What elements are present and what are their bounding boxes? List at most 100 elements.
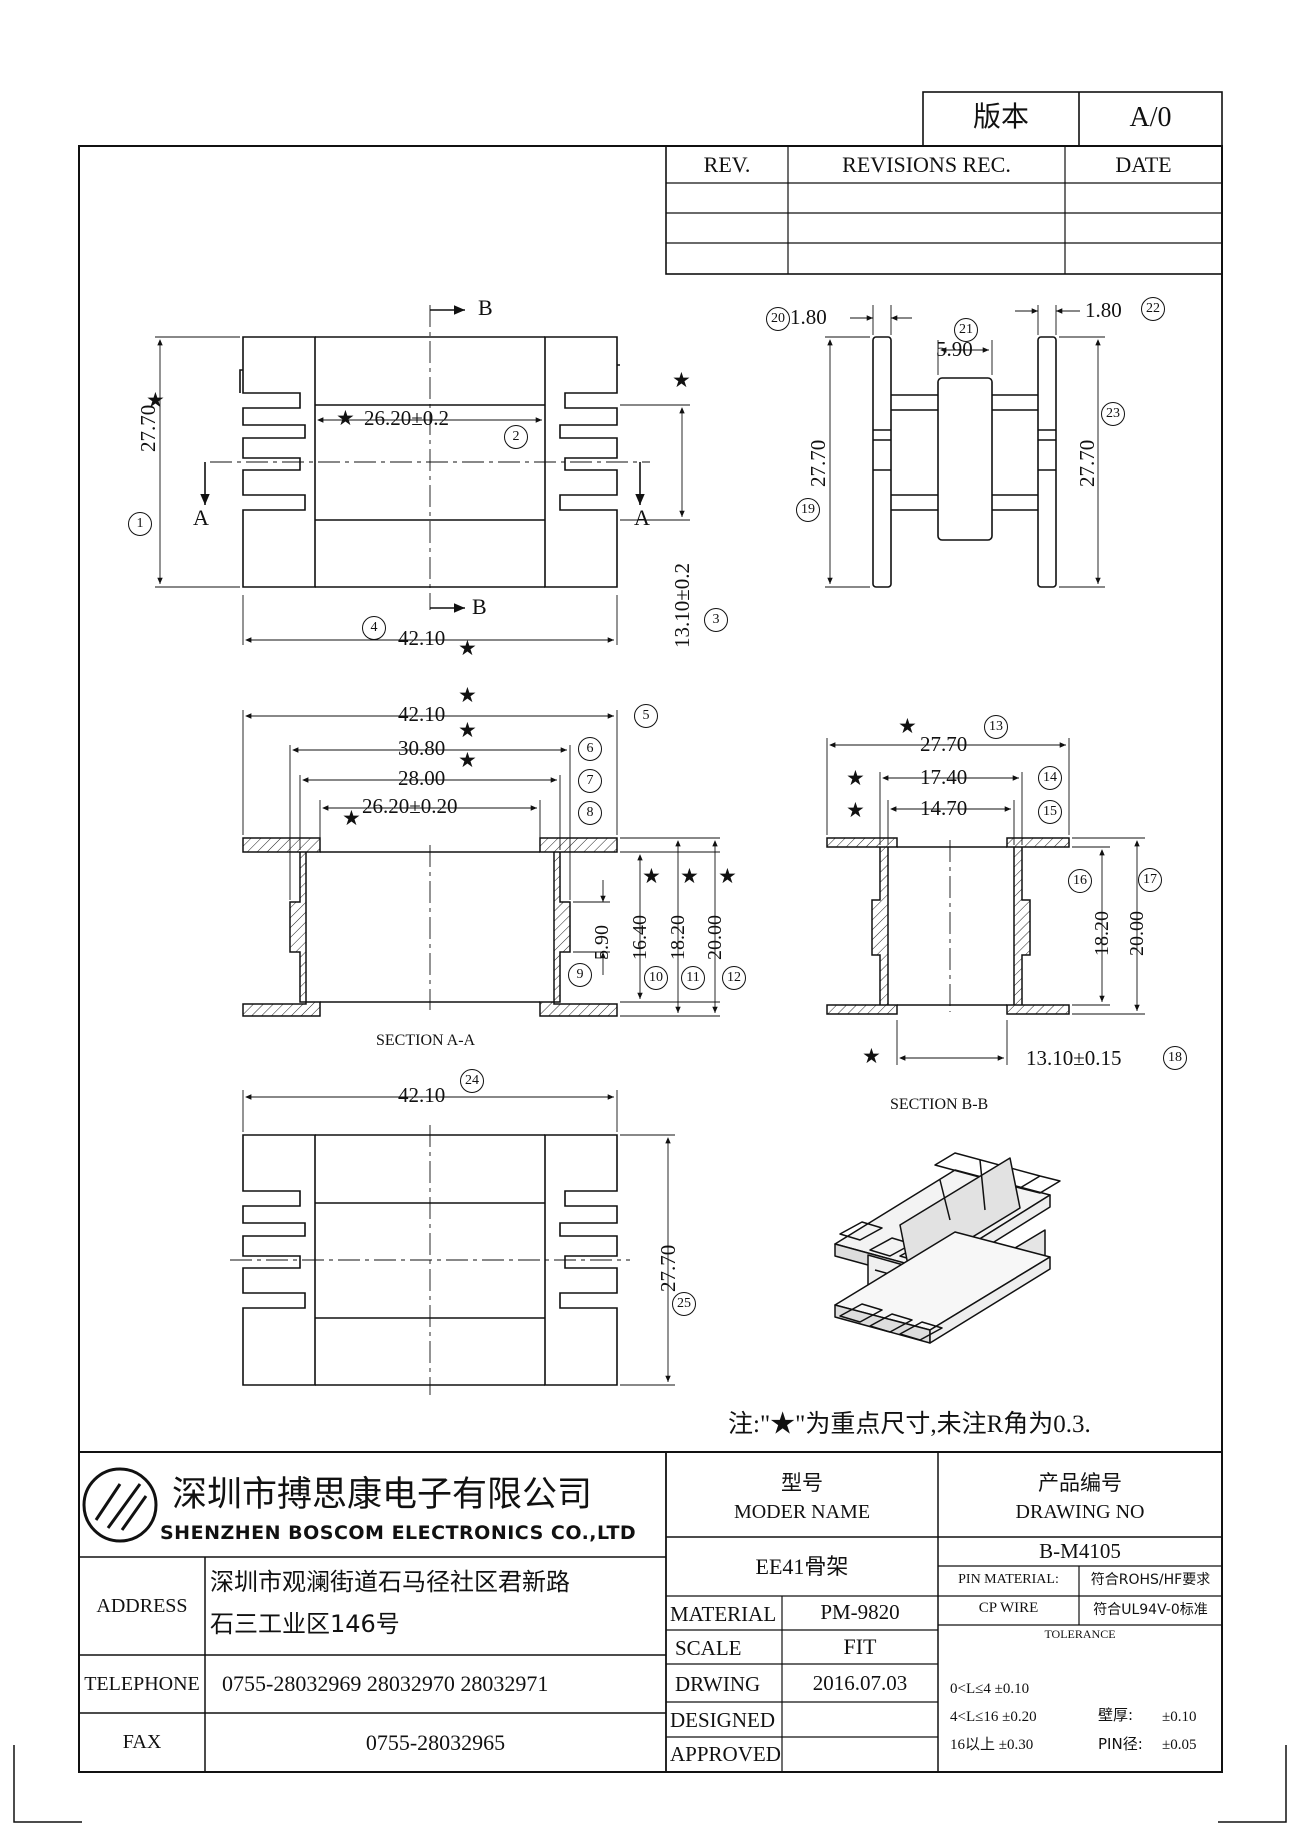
designed-label: DESIGNED [670, 1708, 775, 1732]
balloon-3: 3 [704, 608, 728, 632]
star-mark: ★ [672, 368, 691, 392]
balloon-14: 14 [1038, 766, 1062, 790]
star-mark: ★ [846, 766, 865, 790]
pin-material-value: CP WIRE [978, 1600, 1039, 1616]
dim-20-00-section-aa: 20.00 [704, 915, 726, 960]
revisions-column-header: REVISIONS REC. [842, 152, 1011, 177]
dim-27-70-section-bb: 27.70 [920, 732, 968, 756]
star-mark: ★ [342, 806, 361, 830]
address-line-1: 深圳市观澜街道石马径社区君新路 [210, 1568, 570, 1596]
balloon-22: 22 [1141, 297, 1165, 321]
balloon-2: 2 [504, 425, 528, 449]
dim-27-70-side-left: 27.70 [806, 439, 830, 487]
section-a-marker-right: A [634, 505, 650, 530]
title-block [79, 1451, 1222, 1772]
tolerance-row-3: 16以上 ±0.30 [950, 1737, 1034, 1753]
section-b-marker-bottom: B [472, 594, 487, 619]
company-name-en: SHENZHEN BOSCOM ELECTRONICS CO.,LTD [160, 1522, 637, 1544]
dim-27-70-side-right: 27.70 [1075, 439, 1099, 487]
top-view [155, 305, 690, 645]
section-bb-view [826, 738, 1145, 1065]
tolerance-row-1: 0<L≤4 ±0.10 [950, 1681, 1030, 1697]
section-bb-title: SECTION B-B [890, 1096, 989, 1113]
balloon-20: 20 [766, 307, 790, 331]
dim-5-90-side: 5.90 [936, 337, 973, 361]
pin-diameter-label: PIN径: [1098, 1735, 1143, 1753]
bottom-view [230, 1090, 675, 1395]
tolerance-row-2: 4<L≤16 ±0.20 [950, 1709, 1037, 1725]
drawing-note: 注:"★"为重点尺寸,未注R角为0.3. [728, 1411, 1091, 1438]
company-logo [82, 1467, 158, 1543]
balloon-9: 9 [568, 963, 592, 987]
wall-thickness-label: 壁厚: [1098, 1706, 1134, 1724]
star-mark: ★ [458, 636, 477, 660]
scale-label: SCALE [675, 1636, 742, 1660]
dim-42-10-top: 42.10 [398, 626, 446, 650]
material-value: PM-9820 [820, 1600, 900, 1624]
balloon-16: 16 [1068, 869, 1092, 893]
star-mark: ★ [146, 388, 165, 412]
star-mark: ★ [458, 683, 477, 707]
drwing-date: 2016.07.03 [812, 1671, 908, 1695]
balloon-15: 15 [1038, 800, 1062, 824]
dim-27-70-bottom: 27.70 [656, 1244, 680, 1292]
balloon-23: 23 [1101, 402, 1125, 426]
dim-20-00-section-bb: 20.00 [1126, 911, 1148, 956]
drawing-no-label-cn: 产品编号 [1038, 1471, 1122, 1495]
crop-marks [13, 1745, 1287, 1823]
star-mark: ★ [846, 798, 865, 822]
dim-13-10-section-bb: 13.10±0.15 [1026, 1046, 1122, 1070]
dim-18-20-section-bb: 18.20 [1091, 911, 1113, 956]
balloon-10: 10 [644, 966, 668, 990]
sheet-border [78, 145, 1223, 1773]
dim-14-70: 14.70 [920, 796, 968, 820]
revision-table [665, 145, 1223, 275]
drawing-no-label-en: DRAWING NO [1015, 1501, 1145, 1523]
date-column-header: DATE [1115, 152, 1172, 177]
telephone-label: TELEPHONE [84, 1673, 200, 1695]
balloon-5: 5 [634, 704, 658, 728]
balloon-11: 11 [681, 966, 705, 990]
star-mark: ★ [458, 748, 477, 772]
company-name-cn: 深圳市搏思康电子有限公司 [172, 1475, 593, 1515]
dim-26-20-section: 26.20±0.20 [362, 794, 458, 818]
dim-42-10-section: 42.10 [398, 702, 446, 726]
scale-value: FIT [843, 1634, 877, 1659]
model-value: EE41骨架 [755, 1554, 849, 1579]
dim-27-70-top: 27.70 [136, 404, 160, 452]
section-a-marker-left: A [193, 505, 209, 530]
balloon-12: 12 [722, 966, 746, 990]
ul-compliance: 符合UL94V-0标准 [1093, 1602, 1208, 1618]
pin-diameter-value: ±0.05 [1162, 1737, 1197, 1753]
balloon-4: 4 [362, 616, 386, 640]
fax-label: FAX [122, 1731, 162, 1753]
balloon-24: 24 [460, 1069, 484, 1093]
dim-18-20-section-aa: 18.20 [667, 915, 689, 960]
address-label: ADDRESS [96, 1595, 188, 1617]
dim-1-80-left: 1.80 [790, 305, 827, 329]
material-label: MATERIAL [670, 1602, 777, 1626]
dim-17-40: 17.40 [920, 765, 968, 789]
dim-30-80: 30.80 [398, 736, 446, 760]
pin-material-label: PIN MATERIAL: [958, 1572, 1059, 1587]
balloon-17: 17 [1138, 868, 1162, 892]
model-label-en: MODER NAME [733, 1501, 871, 1523]
balloon-25: 25 [672, 1292, 696, 1316]
star-mark: ★ [898, 714, 917, 738]
balloon-6: 6 [578, 737, 602, 761]
approved-label: APPROVED [670, 1742, 781, 1766]
side-view [825, 305, 1105, 588]
balloon-18: 18 [1163, 1046, 1187, 1070]
balloon-13: 13 [984, 715, 1008, 739]
address-line-2: 石三工业区146号 [210, 1610, 400, 1638]
rohs-compliance: 符合ROHS/HF要求 [1090, 1572, 1211, 1588]
star-mark: ★ [642, 864, 661, 888]
dim-26-20-top: 26.20±0.2 [364, 406, 450, 430]
version-value: A/0 [1129, 102, 1172, 133]
star-mark: ★ [458, 718, 477, 742]
fax-value: 0755-28032965 [365, 1730, 506, 1755]
section-aa-view [242, 710, 720, 1017]
version-label: 版本 [972, 102, 1029, 133]
